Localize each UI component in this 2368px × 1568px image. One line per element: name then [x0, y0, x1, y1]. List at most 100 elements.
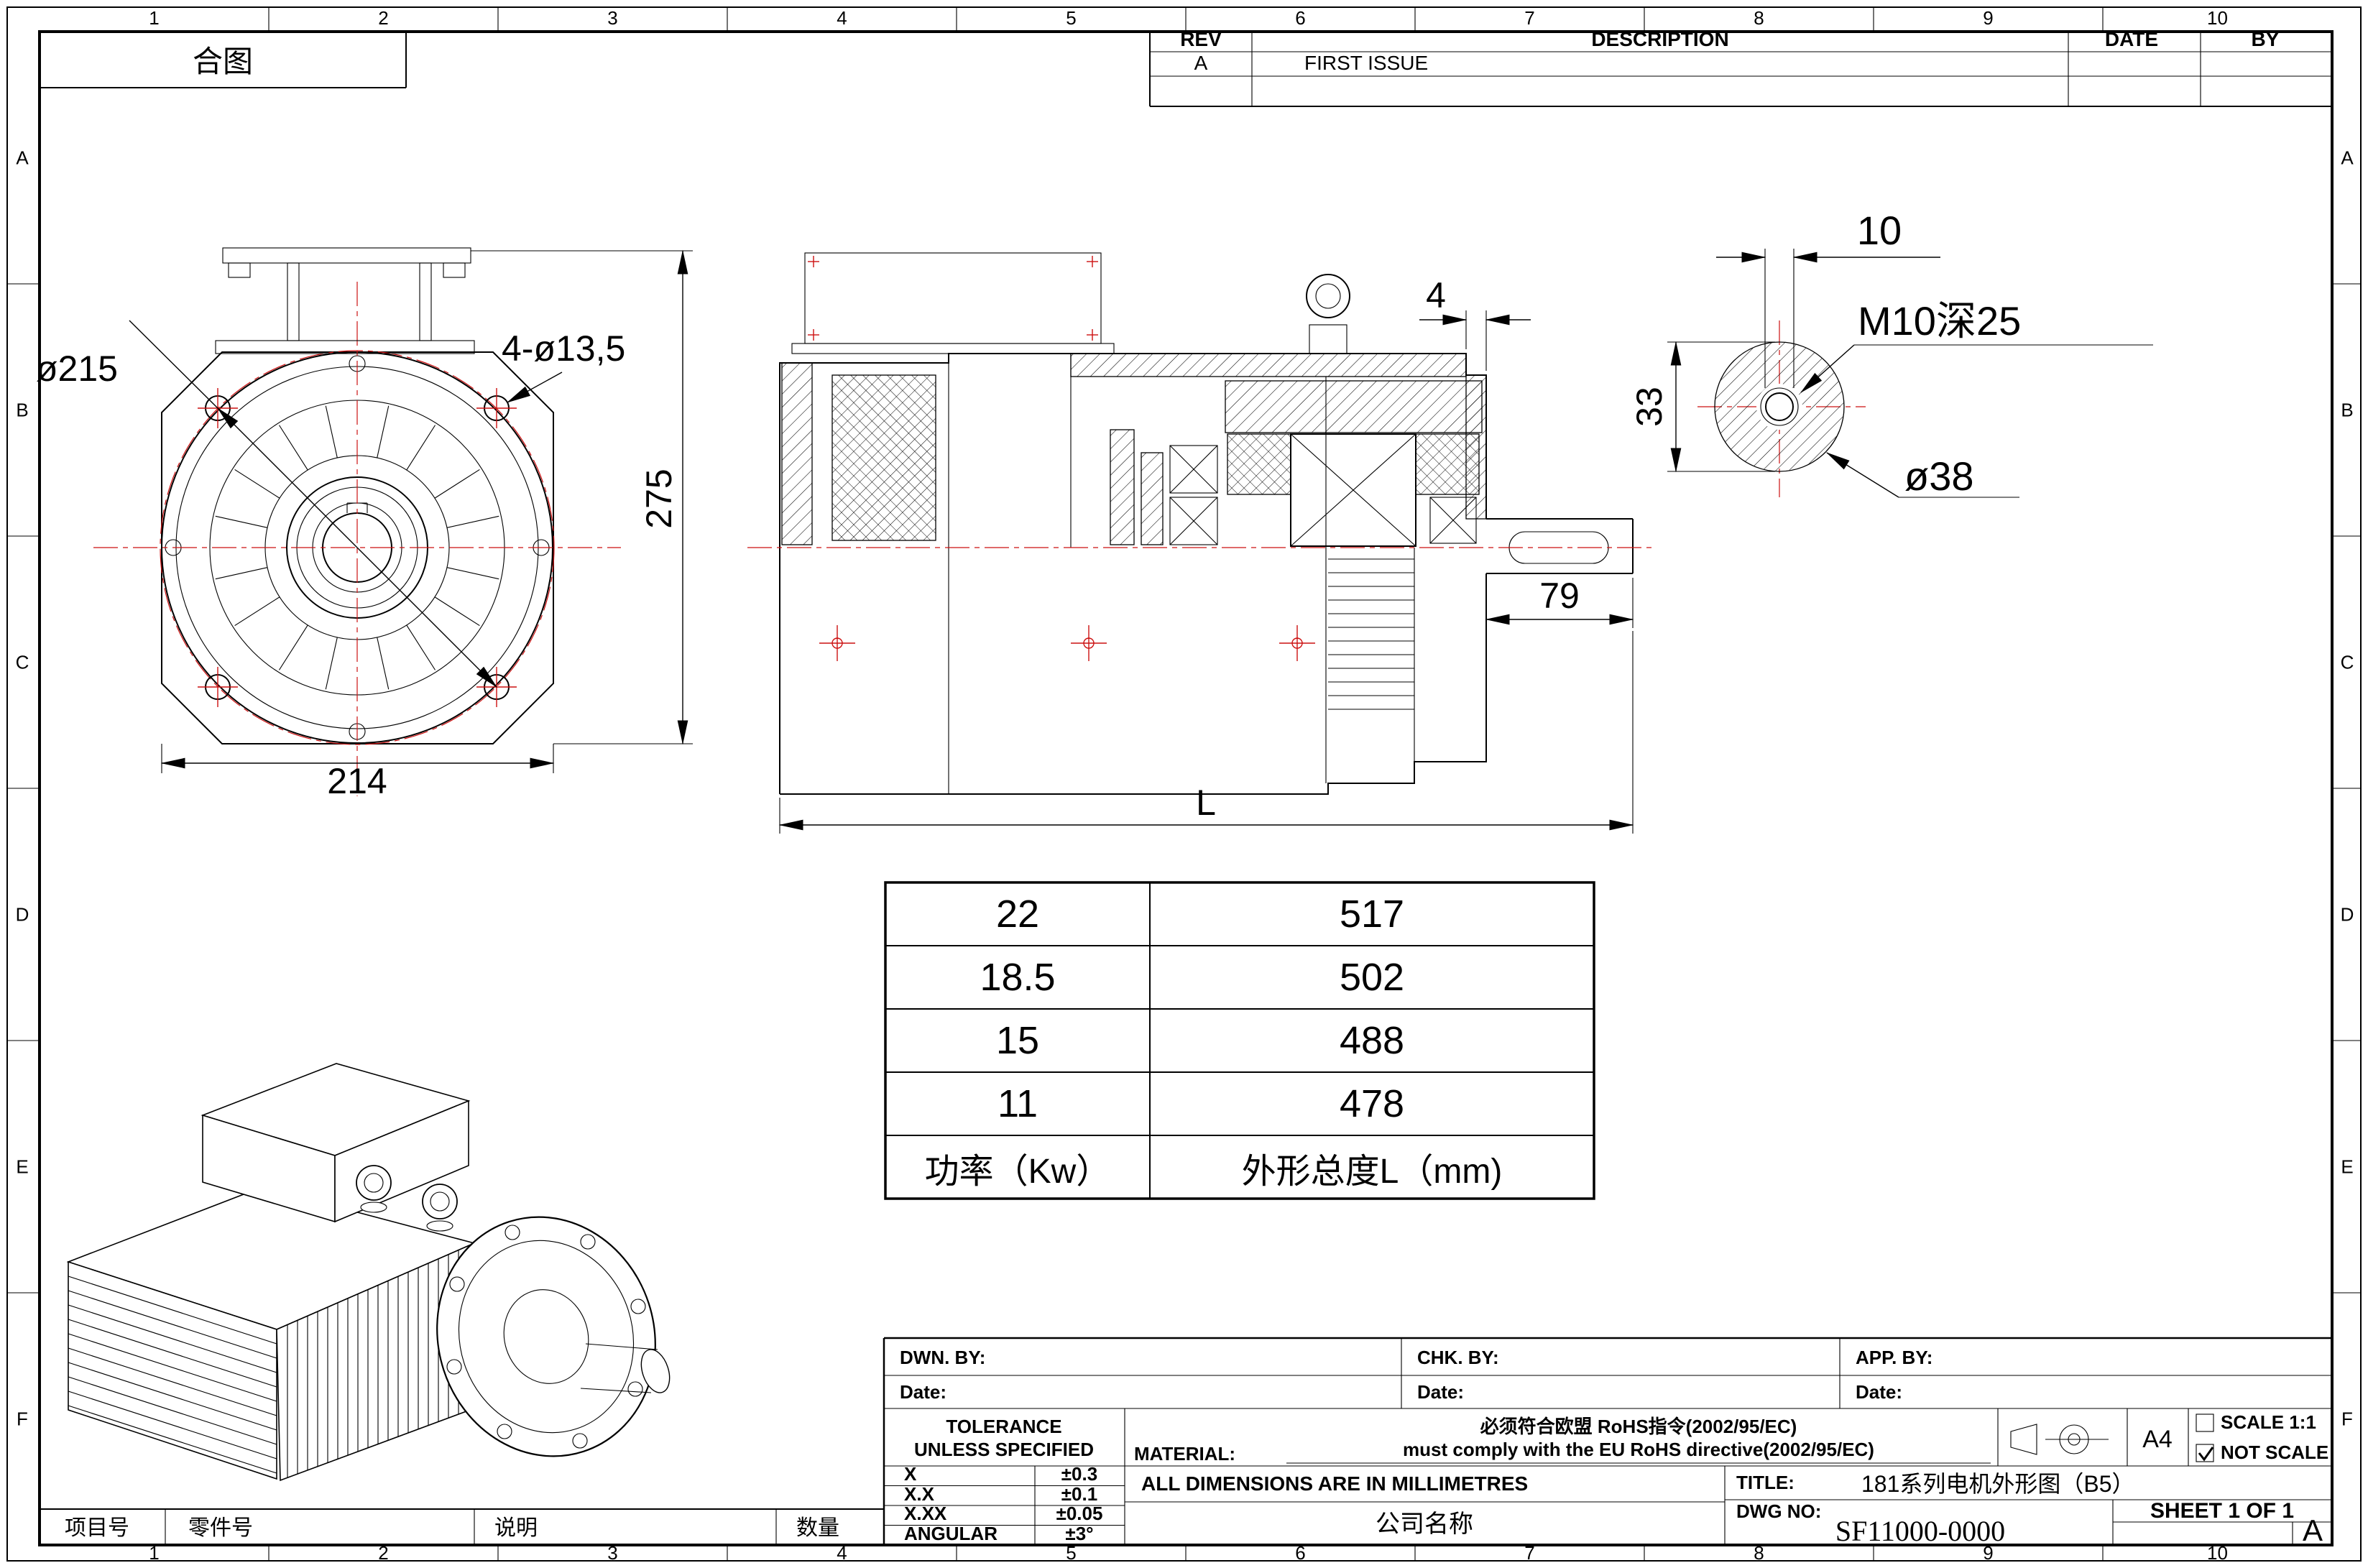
table-footer-kw: 功率（Kw）: [925, 1153, 1111, 1191]
sheet-number: SHEET 1 OF 1: [2150, 1499, 2294, 1523]
zone-label: B: [2341, 400, 2353, 421]
drawing-line: [68, 1347, 277, 1416]
tolerance-value: ±0.3: [1061, 1463, 1097, 1485]
drawing-line: [434, 596, 480, 626]
generated-linework: [7, 7, 2361, 1561]
zone-label: 6: [1295, 7, 1305, 29]
zone-label: 4: [837, 7, 847, 29]
dwg-no-label: DWG NO:: [1736, 1500, 1821, 1522]
zone-label: 1: [149, 7, 159, 29]
shaft-end-detail: [1667, 249, 2153, 498]
zone-label: E: [2341, 1156, 2353, 1178]
not-scale-label: NOT SCALE: [2221, 1442, 2328, 1463]
zone-label: 10: [2207, 1542, 2228, 1564]
chk-by-label: CHK. BY:: [1417, 1347, 1499, 1368]
zone-label: 1: [149, 1542, 159, 1564]
table-cell-kw: 18.5: [980, 956, 1055, 999]
drawing-line: [406, 425, 436, 471]
zone-label: 3: [607, 1542, 617, 1564]
title-block: [883, 1337, 2332, 1545]
revision-letter: A: [2303, 1513, 2323, 1547]
not-scale-checkbox[interactable]: [2196, 1444, 2214, 1462]
mounting-centermarks: [819, 625, 1315, 661]
zone-label: D: [16, 904, 29, 926]
dim-thread: M10深25: [1858, 298, 2021, 343]
drawing-line: [68, 1290, 277, 1359]
isometric-view: [66, 1186, 479, 1482]
drawing-type-label: 合图: [193, 45, 253, 78]
zone-label: 10: [2207, 7, 2228, 29]
tolerance-range: ANGULAR: [904, 1523, 998, 1544]
drawing-line: [234, 469, 280, 499]
dwg-no-value: SF11000-0000: [1835, 1515, 2005, 1547]
dim-holes: 4-ø13,5: [502, 328, 625, 369]
material-label: MATERIAL:: [1134, 1443, 1235, 1465]
table-cell-kw: 15: [996, 1019, 1039, 1062]
dim-tap-width: 10: [1857, 208, 1902, 253]
drawing-line: [406, 624, 436, 670]
table-cell-kw: 22: [996, 893, 1039, 936]
drawing-line: [68, 1391, 277, 1459]
drawing-line: [279, 425, 308, 471]
rohs-line2: must comply with the EU RoHS directive(2…: [1403, 1439, 1874, 1460]
zone-label: 5: [1066, 7, 1076, 29]
tolerance-value: ±0.05: [1056, 1503, 1103, 1524]
rev-header: REV: [1180, 28, 1222, 50]
zone-label: F: [17, 1408, 28, 1430]
dim-gap: 4: [1426, 275, 1446, 315]
zone-label: A: [2341, 147, 2354, 169]
tolerance-range: X: [904, 1463, 917, 1485]
drawing-line: [68, 1405, 277, 1474]
strip-part-no: 零件号: [188, 1516, 253, 1540]
zone-label: 6: [1295, 1542, 1305, 1564]
zone-label: E: [16, 1156, 28, 1178]
rev-value: A: [1194, 52, 1208, 74]
zone-label: 3: [607, 7, 617, 29]
scale-checkbox[interactable]: [2196, 1413, 2214, 1432]
section-view: [747, 252, 1653, 834]
tolerance-header-1: TOLERANCE: [946, 1416, 1061, 1437]
isometric-overlay: [201, 1063, 671, 1457]
table-cell-length: 488: [1340, 1019, 1404, 1062]
drawing-line: [215, 567, 268, 580]
dimensions-note: ALL DIMENSIONS ARE IN MILLIMETRES: [1141, 1472, 1528, 1495]
tolerance-value: ±0.1: [1061, 1483, 1097, 1505]
dim-shaft-length: 79: [1539, 576, 1580, 616]
drawing-line: [446, 567, 499, 580]
dwn-by-label: DWN. BY:: [900, 1347, 985, 1368]
zone-label: C: [2341, 652, 2354, 673]
drawing-line: [234, 596, 280, 626]
zone-label: 7: [1524, 7, 1534, 29]
parts-list-strip: [40, 1508, 884, 1545]
description-header: DESCRIPTION: [1591, 28, 1728, 50]
strip-quantity: 数量: [796, 1516, 839, 1540]
zone-label: 8: [1754, 1542, 1764, 1564]
table-cell-length: 517: [1340, 893, 1404, 936]
paper-size: A4: [2142, 1426, 2173, 1453]
date-label: Date:: [1417, 1381, 1464, 1403]
date-label: Date:: [1856, 1381, 1902, 1403]
drawing-line: [434, 469, 480, 499]
drawing-line: [68, 1276, 277, 1345]
date-label: Date:: [900, 1381, 946, 1403]
drawing-line: [325, 637, 338, 690]
tolerance-range: X.XX: [904, 1503, 947, 1524]
drawing-line: [377, 405, 390, 458]
zone-label: 8: [1754, 7, 1764, 29]
date-header: DATE: [2105, 28, 2158, 50]
drawing-line: [68, 1362, 277, 1431]
zone-label: 5: [1066, 1542, 1076, 1564]
strip-item-no: 项目号: [65, 1516, 129, 1540]
drawing-line: [68, 1319, 277, 1388]
zone-label: 7: [1524, 1542, 1534, 1564]
title-label: TITLE:: [1736, 1472, 1795, 1493]
dim-overall-length: L: [1196, 783, 1216, 823]
table-cell-kw: 11: [998, 1082, 1038, 1125]
zone-label: 4: [837, 1542, 847, 1564]
tolerance-header-2: UNLESS SPECIFIED: [914, 1439, 1094, 1460]
drawing-line: [68, 1376, 277, 1445]
checkmark-icon: [2198, 1447, 2214, 1462]
